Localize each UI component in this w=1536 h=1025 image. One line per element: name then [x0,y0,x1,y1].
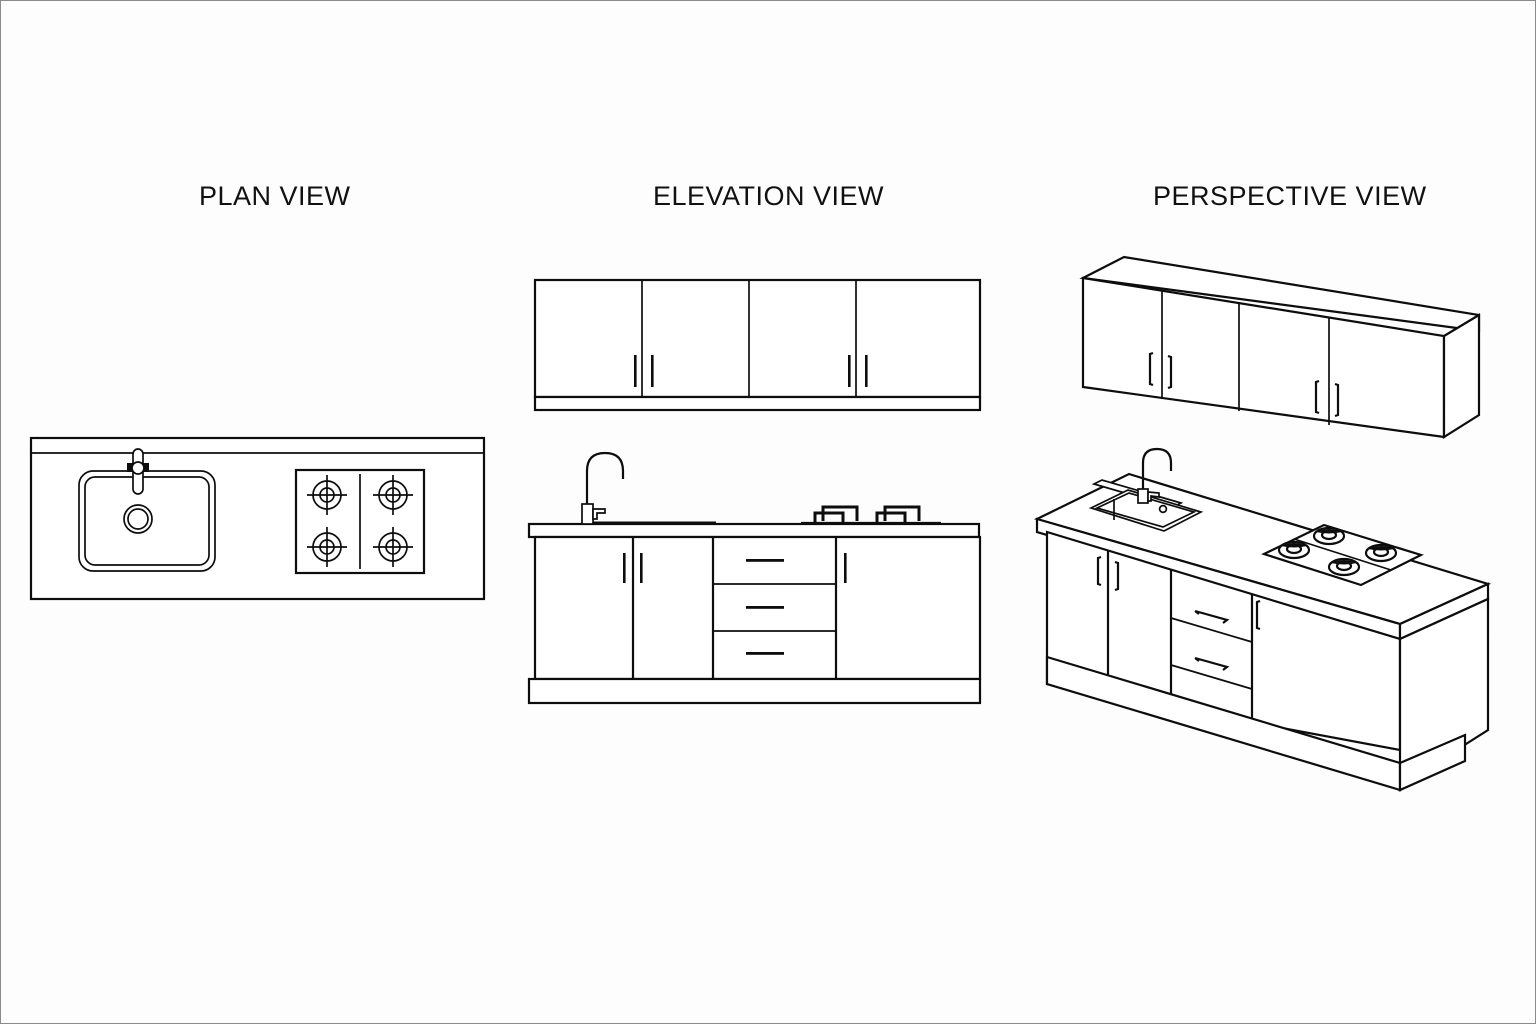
faucet-base-plan [131,461,145,475]
base-3d-drawer-pull-2 [1194,656,1230,671]
faucet-lever-elevation [592,508,606,520]
toe-kick-3d-side [1398,733,1467,792]
base-3d-drawer-seam-2 [1170,664,1253,690]
faucet-body-3d [1137,488,1149,504]
perspective-faucet [1137,447,1173,504]
cooktop-grate-left [813,505,859,523]
perspective-cooktop [1261,523,1424,587]
burner-bottom-right [373,527,413,567]
drawer-pull-1 [746,559,784,562]
cooktop-divider-3d [1293,538,1392,571]
faucet-handle-right-plan [143,463,149,472]
faucet-handle-left-plan [127,463,133,472]
elevation-base-cabinets [527,535,982,705]
cooktop-grate-right [875,505,921,523]
base-3d-handle-right [1255,599,1261,631]
burner-bottom-left [307,527,347,567]
upper-handle-2a [848,355,851,387]
perspective-sink [1088,489,1204,532]
elevation-upper-cabinets [533,278,982,412]
base-handle-left-b [640,553,643,583]
burner-top-left [307,475,347,515]
upper-cabinet-right-side [1442,313,1481,439]
perspective-view-title: PERSPECTIVE VIEW [1153,181,1427,211]
elevation-view-title: ELEVATION VIEW [653,181,885,211]
upper-3d-handle-1a [1148,351,1154,387]
burner-3d-back-left [1277,540,1311,560]
burner-3d-front-right [1364,543,1398,563]
sink-rim-inner-3d [1094,492,1197,528]
plan-sink-group [78,470,216,572]
plan-view-title: PLAN VIEW [199,181,351,211]
plan-cooktop-group [294,468,426,575]
upper-3d-handle-1b [1167,354,1173,390]
drawer-pull-3 [746,652,784,655]
upper-cabinet-base-rail [533,395,982,412]
elevation-toe-kick [527,677,982,705]
sink-drain-3d [1158,504,1168,514]
faucet-gooseneck-3d [1141,447,1173,499]
base-3d-drawer-seam-1 [1170,617,1253,643]
upper-handle-2b [865,355,868,387]
upper-handle-1a [634,355,637,387]
elevation-faucet [581,451,625,525]
base-3d-handle-left-b [1114,560,1120,592]
upper-3d-handle-2a [1314,379,1320,415]
upper-3d-handle-2b [1334,382,1340,418]
drawer-pull-2 [746,606,784,609]
burner-3d-front-left [1312,526,1346,546]
upper-handle-1b [651,355,654,387]
elevation-cooktop [801,505,941,525]
base-3d-handle-left-a [1096,555,1102,587]
sink-drain-inner [127,508,149,530]
burner-top-right [373,475,413,515]
perspective-base-cabinets [1045,530,1490,792]
plan-faucet-group [127,448,149,495]
burner-3d-back-right [1327,557,1361,577]
faucet-lever-3d [1147,491,1160,502]
base-3d-drawer-pull-1 [1194,609,1230,624]
base-handle-right [844,553,847,583]
perspective-upper-cabinets [1079,255,1481,439]
base-handle-left-a [623,553,626,583]
faucet-gooseneck [585,451,625,524]
